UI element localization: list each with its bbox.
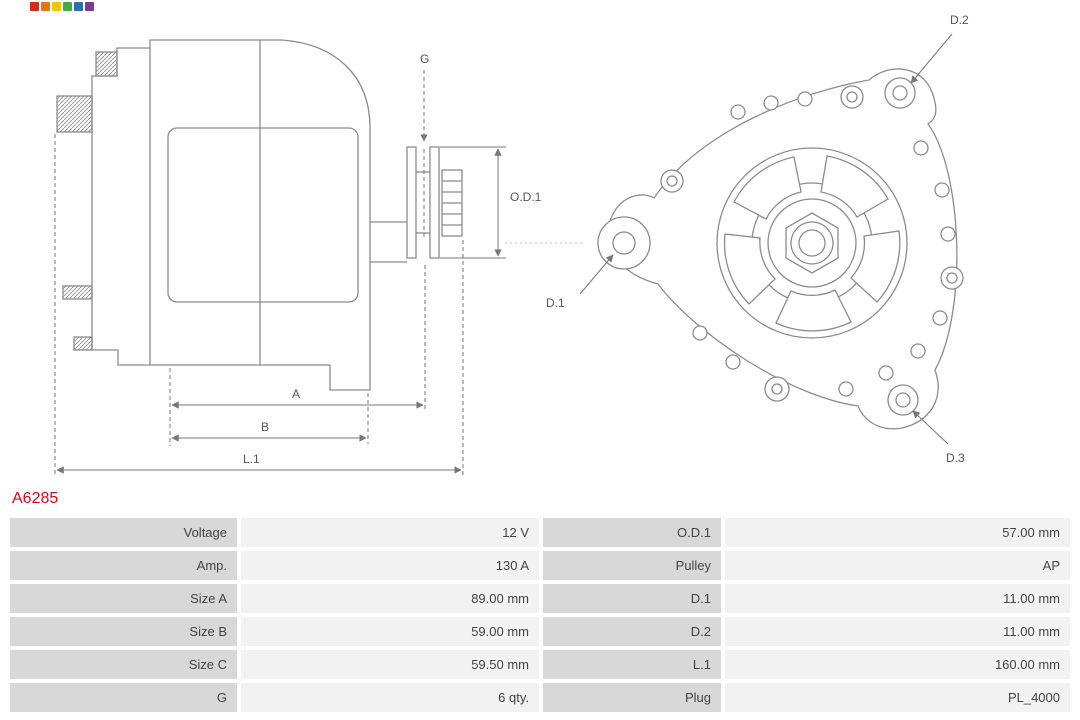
spec-label-cell: Size C [10, 650, 237, 679]
rear-view-drawing [597, 68, 964, 430]
spec-label-cell: L.1 [543, 650, 721, 679]
spec-value-cell: PL_4000 [725, 683, 1070, 712]
spec-label-cell: D.1 [543, 584, 721, 613]
spec-value-cell: 12 V [241, 518, 539, 547]
logo-color-swatch [30, 2, 39, 11]
side-view-drawing [56, 39, 463, 391]
dim-label-b: B [259, 420, 272, 434]
part-number: A6285 [12, 490, 59, 507]
spec-label-cell: Size B [10, 617, 237, 646]
spec-label-cell: Amp. [10, 551, 237, 580]
logo-color-swatch [85, 2, 94, 11]
dim-label-g: G [418, 52, 432, 66]
spec-label-cell: D.2 [543, 617, 721, 646]
spec-value-cell: 6 qty. [241, 683, 539, 712]
spec-label-cell: O.D.1 [543, 518, 721, 547]
dim-label-d3: D.3 [944, 451, 967, 465]
alternator-technical-drawing [54, 33, 964, 476]
spec-value-cell: 11.00 mm [725, 584, 1070, 613]
spec-value-cell: 130 A [241, 551, 539, 580]
logo-color-swatch [63, 2, 72, 11]
spec-label-cell: Plug [543, 683, 721, 712]
dim-label-od1: O.D.1 [508, 190, 544, 204]
spec-value-cell: 89.00 mm [241, 584, 539, 613]
spec-value-cell: 59.00 mm [241, 617, 539, 646]
logo-color-swatch [52, 2, 61, 11]
logo-color-swatch [74, 2, 83, 11]
spec-label-cell: Pulley [543, 551, 721, 580]
spec-value-cell: 57.00 mm [725, 518, 1070, 547]
brand-logo [30, 2, 94, 12]
spec-value-cell: 11.00 mm [725, 617, 1070, 646]
spec-value-cell: AP [725, 551, 1070, 580]
spec-table: Voltage 12 V O.D.1 57.00 mm Amp. 130 A P… [10, 518, 1070, 712]
dim-label-l1: L.1 [241, 452, 262, 466]
spec-label-cell: Size A [10, 584, 237, 613]
dim-label-d1: D.1 [544, 296, 567, 310]
dimension-lines [54, 70, 585, 476]
spec-label-cell: G [10, 683, 237, 712]
logo-color-swatch [41, 2, 50, 11]
spec-label-cell: Voltage [10, 518, 237, 547]
leader-arrows [579, 33, 953, 445]
dim-label-a: A [290, 387, 303, 401]
spec-value-cell: 59.50 mm [241, 650, 539, 679]
dim-label-d2: D.2 [948, 13, 971, 27]
spec-value-cell: 160.00 mm [725, 650, 1070, 679]
